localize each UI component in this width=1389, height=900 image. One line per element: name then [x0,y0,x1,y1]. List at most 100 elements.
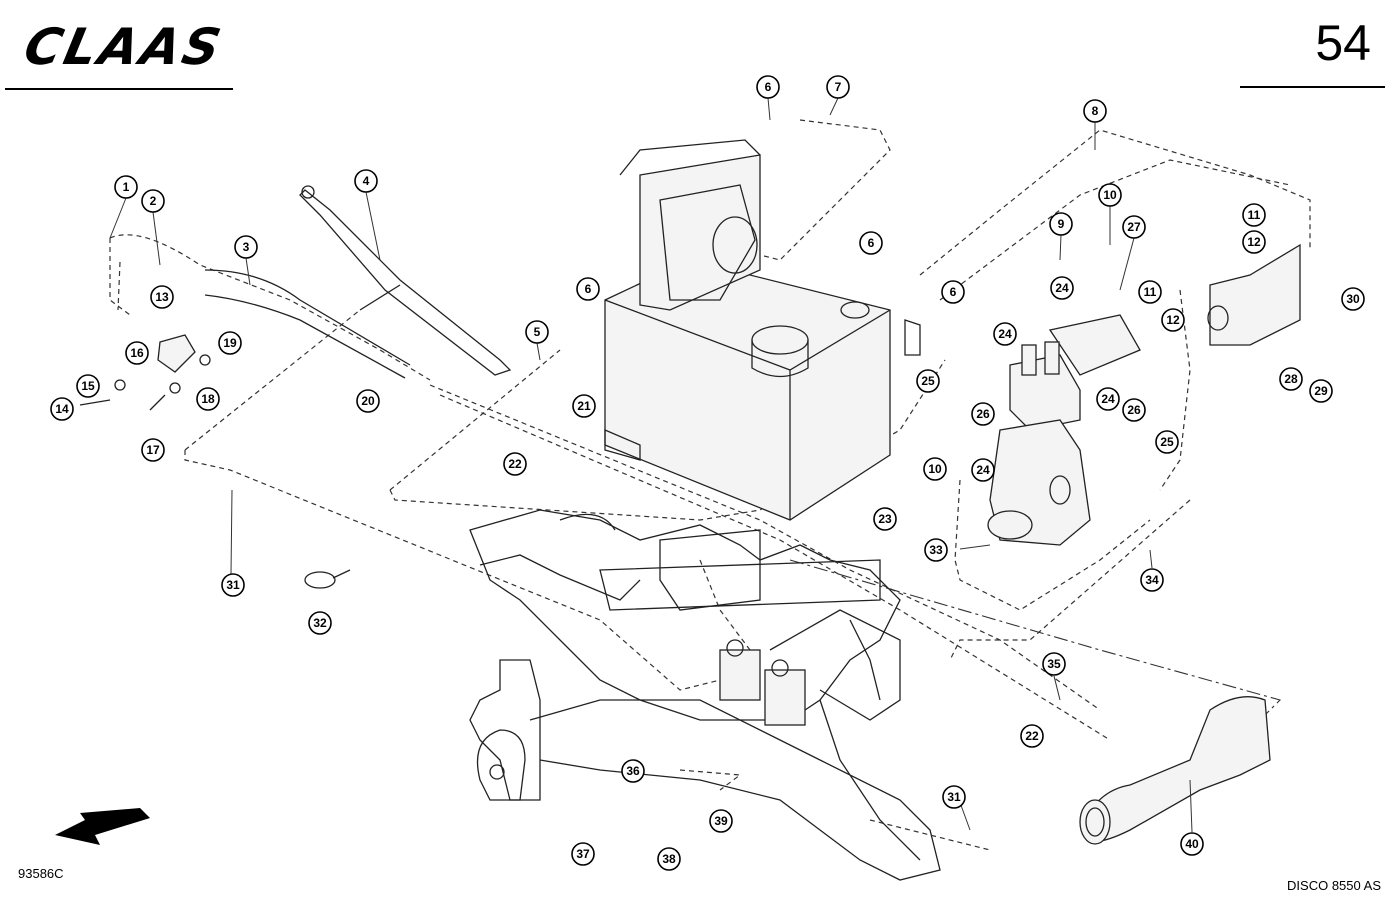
svg-text:19: 19 [223,336,237,350]
leader-lines [109,97,1193,833]
svg-text:14: 14 [55,402,69,416]
svg-text:12: 12 [1247,235,1261,249]
svg-text:18: 18 [201,392,215,406]
callout-29: 29 [1309,379,1333,403]
svg-text:38: 38 [662,852,676,866]
svg-text:24: 24 [1055,281,1069,295]
callout-19: 19 [218,331,242,355]
svg-text:35: 35 [1047,657,1061,671]
callout-36: 36 [621,759,645,783]
hoses-and-strut [204,185,512,379]
callout-25b: 25 [1155,430,1179,454]
svg-text:27: 27 [1127,220,1141,234]
svg-text:6: 6 [765,80,772,94]
callout-28: 28 [1279,367,1303,391]
callout-33: 33 [924,538,948,562]
callout-39: 39 [709,809,733,833]
svg-text:10: 10 [928,462,942,476]
svg-text:25: 25 [1160,435,1174,449]
svg-text:11: 11 [1144,285,1157,299]
travel-direction-arrow [55,808,150,845]
callout-26a: 26 [971,402,995,426]
callout-10a: 10 [1098,183,1122,207]
callout-8: 8 [1083,99,1107,123]
callout-5: 5 [525,320,549,344]
svg-text:15: 15 [81,379,95,393]
callout-31a: 31 [221,573,245,597]
svg-text:24: 24 [998,327,1012,341]
svg-text:28: 28 [1284,372,1298,386]
svg-text:36: 36 [626,764,640,778]
callout-17: 17 [141,438,165,462]
callout-10b: 10 [923,457,947,481]
callout-24d: 24 [971,458,995,482]
svg-text:6: 6 [585,282,592,296]
callout-21: 21 [572,394,596,418]
svg-text:13: 13 [155,290,169,304]
page-number: 54 [1315,15,1371,71]
callout-31b: 31 [942,785,966,809]
svg-text:8: 8 [1092,104,1099,118]
callout-11b: 11 [1138,280,1162,304]
callout-2: 2 [141,189,165,213]
callout-14: 14 [50,397,74,421]
pto-drive-shaft [1079,696,1271,845]
svg-text:29: 29 [1314,384,1328,398]
callout-1: 1 [114,175,138,199]
callout-3: 3 [234,235,258,259]
callout-22b: 22 [1020,724,1044,748]
svg-text:23: 23 [878,512,892,526]
svg-text:22: 22 [1025,729,1039,743]
callout-6a: 6 [756,75,780,99]
svg-text:22: 22 [508,457,522,471]
svg-text:26: 26 [1127,403,1141,417]
callout-27: 27 [1122,215,1146,239]
svg-text:31: 31 [947,790,961,804]
svg-text:7: 7 [835,80,842,94]
svg-text:17: 17 [146,443,160,457]
callout-18: 18 [196,387,220,411]
header-rule-right [1240,86,1385,88]
callout-15: 15 [76,374,100,398]
callout-20: 20 [356,389,380,413]
callout-38: 38 [657,847,681,871]
model-name: DISCO 8550 AS [1287,878,1381,893]
callout-34: 34 [1140,568,1164,592]
svg-text:16: 16 [130,346,144,360]
callout-11a: 11 [1242,203,1266,227]
callout-6d: 6 [941,280,965,304]
svg-text:24: 24 [1101,392,1115,406]
callout-25a: 25 [916,369,940,393]
callout-26b: 26 [1122,398,1146,422]
svg-text:11: 11 [1248,208,1261,222]
callout-12a: 12 [1242,230,1266,254]
hydraulic-pump [1207,243,1301,346]
svg-text:39: 39 [714,814,728,828]
svg-text:3: 3 [243,240,250,254]
svg-text:26: 26 [976,407,990,421]
svg-text:9: 9 [1058,217,1065,231]
callout-24a: 24 [993,322,1017,346]
pump-gearbox [987,419,1091,546]
callout-23: 23 [873,507,897,531]
callout-22a: 22 [503,452,527,476]
svg-text:32: 32 [313,616,327,630]
header-rule-left [5,88,233,90]
control-valve-block [1009,314,1141,431]
svg-text:4: 4 [363,174,370,188]
mower-frame [469,509,941,881]
callout-40: 40 [1180,832,1204,856]
callout-13: 13 [150,285,174,309]
callout-35: 35 [1042,652,1066,676]
bracket-parts-left [79,334,211,411]
svg-text:6: 6 [868,236,875,250]
svg-text:37: 37 [576,847,590,861]
svg-text:10: 10 [1103,188,1117,202]
callout-7: 7 [826,75,850,99]
callouts: 1 2 3 4 5 6 6 6 6 7 8 9 10 10 11 11 12 1… [50,75,1365,871]
svg-text:34: 34 [1145,573,1159,587]
callout-30: 30 [1341,287,1365,311]
svg-text:5: 5 [534,325,541,339]
callout-6b: 6 [859,231,883,255]
